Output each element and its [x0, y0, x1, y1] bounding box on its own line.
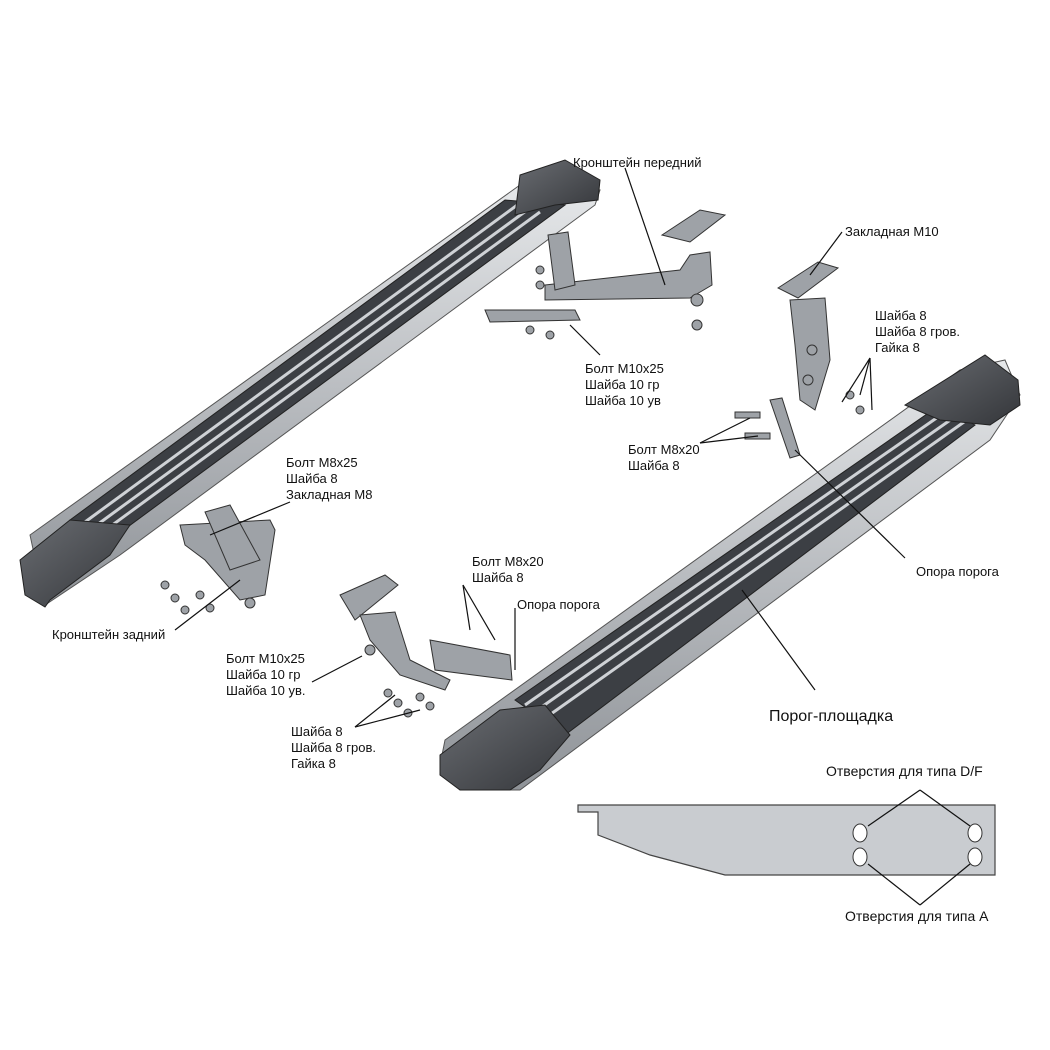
label-bracket-front: Кронштейн передний [573, 155, 702, 170]
hole-a-right [967, 847, 983, 867]
label-line: Шайба 8 [472, 570, 524, 585]
label-holes-a: Отверстия для типа А [845, 908, 989, 924]
label-line: Болт М10х25 [585, 361, 664, 376]
label-line: Шайба 8 гров. [291, 740, 376, 755]
label-line: Закладная М8 [286, 487, 373, 502]
label-line: Шайба 8 [628, 458, 680, 473]
label-line: Шайба 8 [291, 724, 343, 739]
label-support-mid: Опора порога [517, 597, 600, 612]
hole-a-left [852, 847, 868, 867]
rear-bracket [160, 504, 276, 615]
label-line: Шайба 10 ув [585, 393, 661, 408]
label-line: Шайба 8 [286, 471, 338, 486]
label-line: Болт М8х20 [628, 442, 700, 457]
label-step-platform: Порог-площадка [769, 708, 894, 725]
step-board-left [19, 159, 601, 608]
label-line: Шайба 10 гр [226, 667, 301, 682]
label-mid-bolt-m8: Болт М8х20 Шайба 8 [472, 554, 544, 586]
label-bracket-rear: Кронштейн задний [52, 627, 166, 642]
label-line: Гайка 8 [291, 756, 336, 771]
label-front-bolt-group: Болт М10х25 Шайба 10 гр Шайба 10 ув [585, 361, 664, 409]
right-bracket [734, 261, 865, 459]
label-line: Шайба 8 [875, 308, 927, 323]
middle-bracket [339, 574, 513, 718]
leader-lines [174, 167, 971, 906]
label-holes-df: Отверстия для типа D/F [826, 763, 983, 779]
hole-df-right [967, 823, 983, 843]
front-bracket [484, 209, 727, 340]
label-line: Болт М8х20 [472, 554, 544, 569]
label-line: Болт М10х25 [226, 651, 305, 666]
label-rear-bolt-m10: Болт М10х25 Шайба 10 гр Шайба 10 ув. [226, 651, 306, 699]
label-line: Болт М8х25 [286, 455, 358, 470]
label-line: Шайба 10 гр [585, 377, 660, 392]
bracket-plate-detail [577, 804, 996, 876]
label-line: Гайка 8 [875, 340, 920, 355]
label-right-bolt-m8: Болт М8х20 Шайба 8 [628, 442, 700, 474]
hole-df-left [852, 823, 868, 843]
label-line: Шайба 8 гров. [875, 324, 960, 339]
label-embed-m10: Закладная М10 [845, 224, 939, 239]
label-line: Шайба 10 ув. [226, 683, 306, 698]
label-rear-top-group: Болт М8х25 Шайба 8 Закладная М8 [286, 455, 372, 503]
label-rear-nut-group: Шайба 8 Шайба 8 гров. Гайка 8 [291, 724, 376, 772]
label-right-nut-group: Шайба 8 Шайба 8 гров. Гайка 8 [875, 308, 960, 356]
step-board-right [439, 354, 1021, 791]
label-support-right: Опора порога [916, 564, 999, 579]
